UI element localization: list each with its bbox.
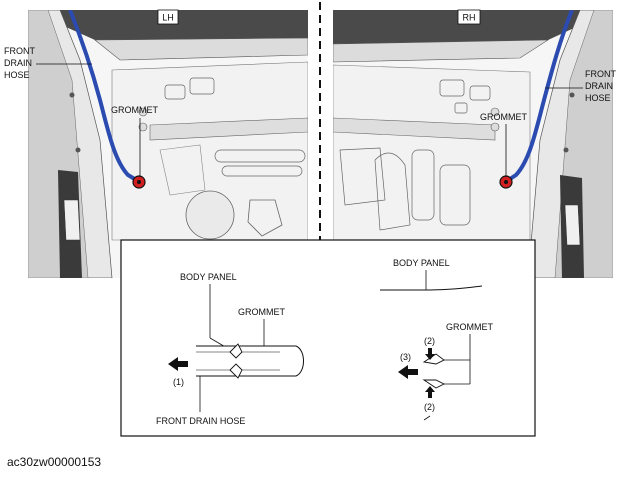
detail-left-grommet-label: GROMMET <box>238 307 285 317</box>
detail-right-step-2-top: (2) <box>424 336 435 346</box>
detail-right-body-panel-label: BODY PANEL <box>393 258 450 268</box>
arrow-1-icon <box>168 357 188 371</box>
detail-left: BODY PANEL GROMMET (1) FRONT DRAIN HOSE <box>156 272 304 426</box>
detail-left-step-1: (1) <box>173 377 184 387</box>
detail-left-front-drain-hose-label: FRONT DRAIN HOSE <box>156 416 245 426</box>
detail-right-grommet-label: GROMMET <box>446 322 493 332</box>
detail-right-step-2-bottom: (2) <box>424 402 435 412</box>
lh-front-drain-hose <box>68 10 140 183</box>
rh-tag: RH <box>463 13 476 23</box>
lh-front-drain-hose-label: FRONT DRAIN HOSE <box>4 46 37 80</box>
lh-tag: LH <box>162 13 174 23</box>
arrow-down-icon <box>425 348 435 360</box>
rh-illustration <box>333 10 613 278</box>
figure-caption: ac30zw00000153 <box>7 455 102 469</box>
arrow-3-icon <box>398 365 418 379</box>
rh-front-drain-hose <box>505 10 574 183</box>
detail-box <box>120 239 536 437</box>
arrow-up-icon <box>425 386 435 398</box>
rh-grommet-label: GROMMET <box>480 112 527 122</box>
lh-illustration <box>28 10 308 278</box>
detail-right-step-3: (3) <box>400 352 411 362</box>
detail-left-body-panel-label: BODY PANEL <box>180 272 237 282</box>
lh-grommet-label: GROMMET <box>111 105 158 115</box>
rh-front-drain-hose-label: FRONT DRAIN HOSE <box>585 69 618 103</box>
detail-right: BODY PANEL GROMMET (2) (3) (2) <box>380 258 493 421</box>
